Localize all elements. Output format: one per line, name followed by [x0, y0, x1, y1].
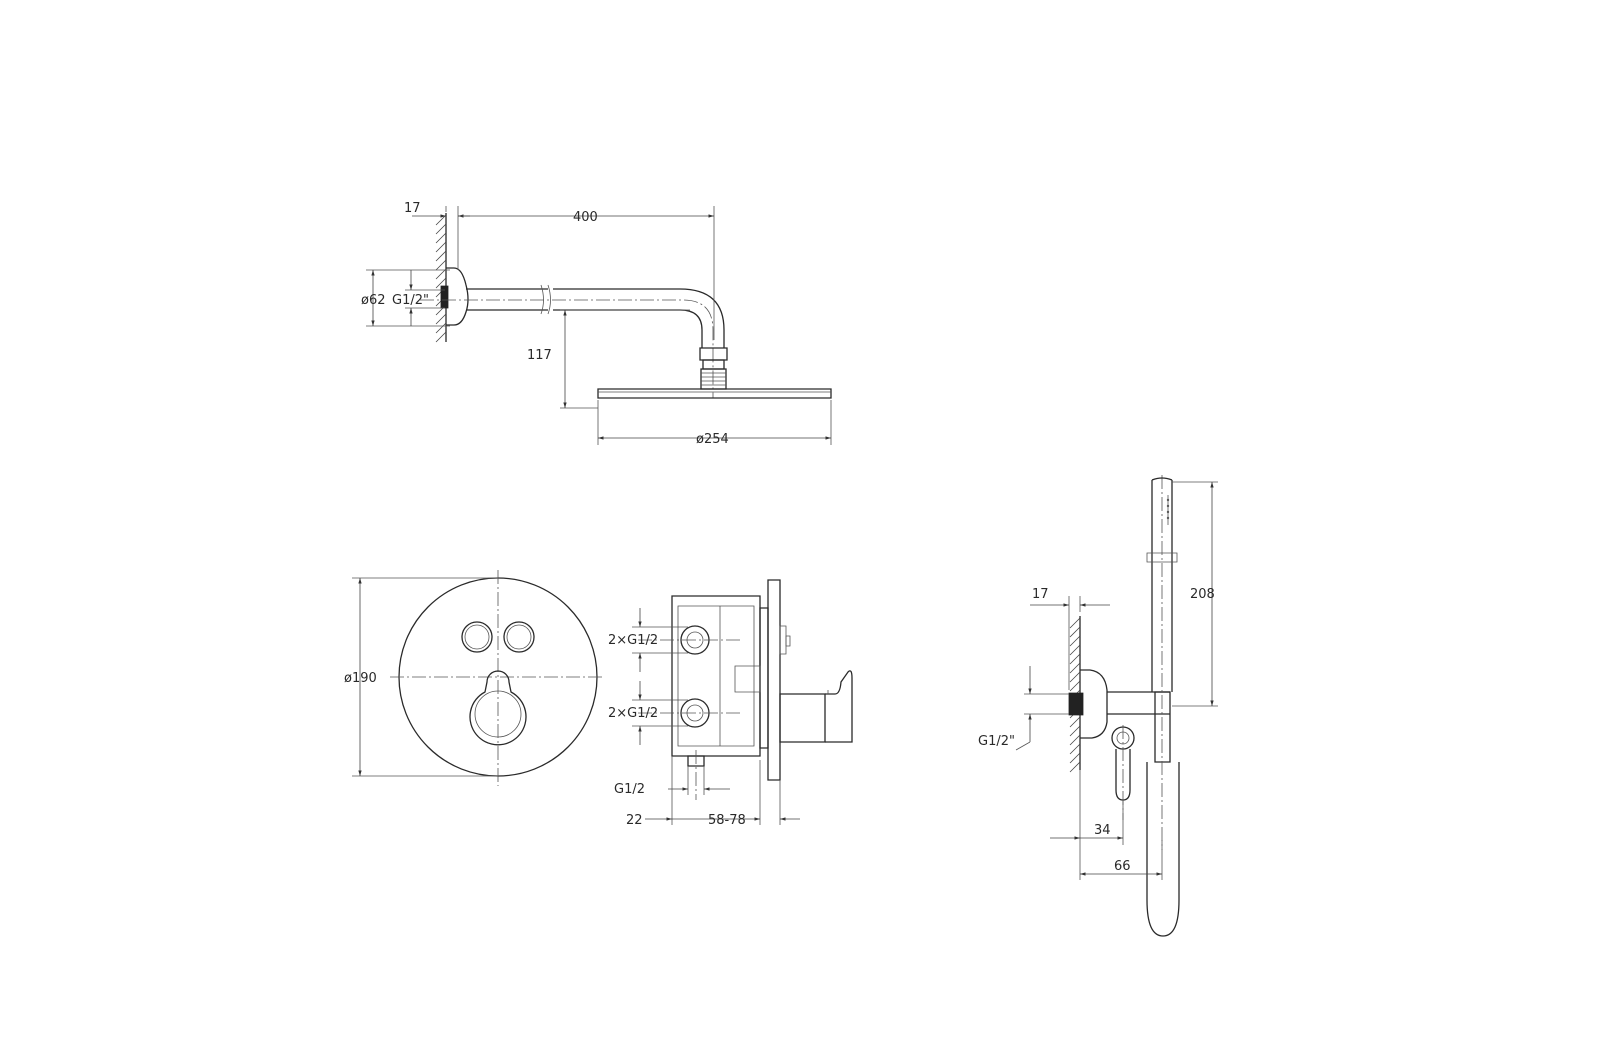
hatch-line: [1070, 735, 1080, 745]
hatch-line: [1070, 654, 1080, 664]
hatch-line: [1070, 627, 1080, 637]
shower-holder: [1155, 692, 1170, 762]
hatch-line: [1070, 762, 1080, 772]
hatch-line: [436, 332, 446, 342]
dim-head-thread: G1/2": [392, 293, 429, 308]
dim-hand-outlet: 34: [1094, 823, 1111, 838]
dim-inlet-top: 2×G1/2: [608, 633, 658, 648]
hatch-line: [436, 323, 446, 333]
thermostat-knob: [470, 671, 526, 745]
dim-box-offset: 22: [626, 813, 643, 828]
hatch-line: [436, 278, 446, 288]
hatch-line: [1070, 672, 1080, 682]
hose-loop: [1147, 762, 1179, 936]
hatch-line: [1070, 681, 1080, 691]
hatch-line: [1070, 717, 1080, 727]
push-button-left: [462, 622, 492, 652]
dim-inlet-bottom: 2×G1/2: [608, 706, 658, 721]
hatch-line: [436, 242, 446, 252]
dimension-labels: 17 400 ø62 G1/2" 117 ø254 ø190 2×G1/2 2×…: [344, 201, 1215, 874]
push-button-right: [504, 622, 534, 652]
wall-flange: [446, 268, 468, 325]
mounting-plate: [768, 580, 780, 780]
arm-elbow: [680, 289, 724, 348]
arm-centerline: [420, 300, 713, 398]
hatch-line: [436, 233, 446, 243]
hatch-line: [436, 251, 446, 261]
shower-head-disc: [598, 389, 831, 398]
wall-hatch-2: [1070, 618, 1080, 772]
dim-plate-dia: ø190: [344, 671, 377, 686]
hatch-line: [1070, 744, 1080, 754]
hand-thread: [1069, 693, 1083, 715]
dim-box-depth: 58-78: [708, 813, 746, 828]
hatch-line: [436, 269, 446, 279]
hatch-line: [436, 314, 446, 324]
hatch-line: [436, 260, 446, 270]
dim-outlet: G1/2: [614, 782, 645, 797]
hatch-line: [1070, 636, 1080, 646]
valve-body: [672, 596, 760, 756]
dim-hand-height: 208: [1190, 587, 1215, 602]
hatch-line: [436, 215, 446, 225]
shower-arm-view: [420, 213, 831, 398]
hatch-line: [1070, 753, 1080, 763]
hatch-line: [1070, 618, 1080, 628]
dim-hand-thread: G1/2": [978, 734, 1015, 749]
control-plate-front-view: [390, 570, 605, 786]
swivel-joint: [700, 348, 727, 360]
hand-shower-view: [1069, 475, 1179, 936]
dimensions: [352, 206, 1218, 880]
dim-flange-dia: ø62: [361, 293, 386, 308]
dim-arm-length: 400: [573, 210, 598, 225]
dim-hand-depth: 66: [1114, 859, 1131, 874]
hand-shower: [1152, 478, 1172, 692]
valve-box-side-view: [638, 580, 852, 800]
hatch-line: [1070, 645, 1080, 655]
hatch-line: [1070, 726, 1080, 736]
dim-hand-offset: 17: [1032, 587, 1049, 602]
wall-hatch: [436, 215, 446, 342]
dim-head-drop: 117: [527, 348, 552, 363]
hatch-line: [436, 224, 446, 234]
valve-handle: [780, 694, 825, 742]
hatch-line: [1070, 663, 1080, 673]
thread-connector: [441, 286, 448, 308]
dim-head-offset: 17: [404, 201, 421, 216]
wall-elbow: [1080, 670, 1107, 738]
dim-head-dia: ø254: [696, 432, 729, 447]
